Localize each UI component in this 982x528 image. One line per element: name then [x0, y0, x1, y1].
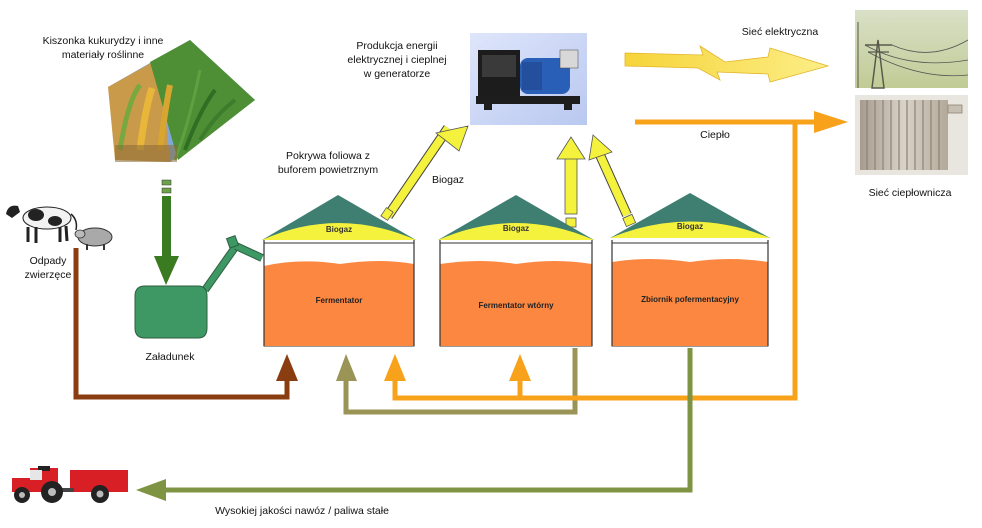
loading-label: Załadunek — [145, 351, 195, 363]
tank-fermenter: Biogaz Fermentator — [262, 195, 416, 347]
silage-label-line2: materiały roślinne — [62, 49, 144, 61]
fertilizer-label: Wysokiej jakości nawóz / paliwa stałe — [215, 505, 389, 517]
tank-fermenter-dome-label: Biogaz — [326, 225, 352, 234]
generator-label-line3: w generatorze — [363, 68, 431, 80]
generator-label-line2: elektrycznej i cieplnej — [347, 54, 446, 66]
cover-label-line2: buforem powietrznym — [278, 164, 379, 176]
tank-secondary-label: Fermentator wtórny — [478, 301, 554, 310]
tank-post-label: Zbiornik pofermentacyjny — [641, 295, 739, 304]
biogas-pipe-secondary — [556, 136, 586, 228]
corn-field-photo — [108, 40, 255, 162]
generator-set-icon — [470, 33, 587, 125]
loader-hopper — [134, 234, 264, 339]
tank-fermenter-label: Fermentator — [316, 296, 363, 305]
heat-flow-arrow — [384, 111, 848, 401]
tank-secondary-dome-label: Biogaz — [503, 224, 529, 233]
generator-label-line1: Produkcja energii — [356, 40, 437, 52]
silage-input-arrow — [154, 179, 179, 285]
grid-label: Sieć elektryczna — [742, 26, 819, 38]
tank-post-digestate: Biogaz Zbiornik pofermentacyjny — [610, 193, 770, 347]
power-lines-photo — [855, 10, 969, 89]
biogas-pipe-post-tank — [588, 134, 637, 228]
recirculation-arrow — [336, 348, 578, 415]
tractor-with-trailer-icon — [12, 466, 128, 503]
tank-post-dome-label: Biogaz — [677, 222, 703, 231]
biogas-pipe-label: Biogaz — [432, 174, 464, 186]
cover-label-line1: Pokrywa foliowa z — [286, 150, 370, 162]
heat-network-label: Sieć ciepłownicza — [869, 187, 952, 199]
silage-label-line1: Kiszonka kukurydzy i inne — [43, 35, 164, 47]
fertilizer-flow-arrow — [136, 348, 693, 501]
heat-label: Ciepło — [700, 129, 730, 141]
radiator-photo — [855, 95, 968, 175]
cow-and-pig-icon — [6, 205, 113, 250]
biogas-pipe-to-generator — [380, 125, 469, 221]
manure-label-line1: Odpady — [30, 255, 68, 267]
tank-secondary-fermenter: Biogaz Fermentator wtórny — [438, 195, 594, 347]
manure-label-line2: zwierzęce — [25, 269, 72, 281]
lightning-bolt-icon — [624, 45, 830, 83]
manure-flow-arrow — [73, 248, 298, 400]
